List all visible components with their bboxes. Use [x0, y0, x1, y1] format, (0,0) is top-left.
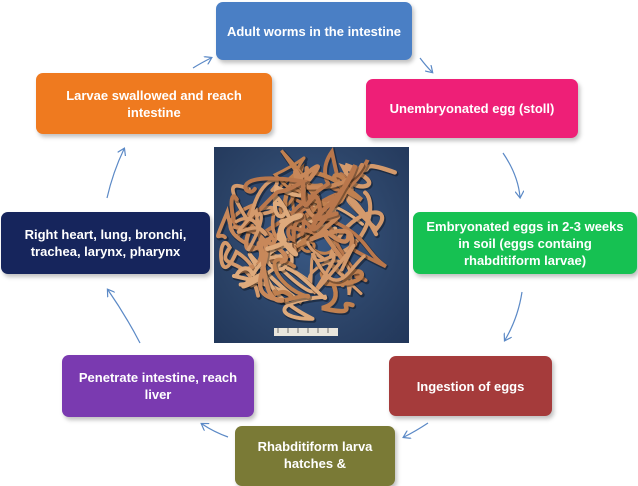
step-penetrate-intestine-text: Penetrate intestine, reach liver	[78, 370, 238, 402]
step-embryonated-eggs-box: Embryonated eggs in 2-3 weeks in soil (e…	[413, 212, 637, 274]
worm	[261, 266, 327, 321]
worm	[231, 178, 279, 226]
arrow-larvae-to-adult	[192, 58, 211, 69]
step-adult-worms-box: Adult worms in the intestine	[216, 2, 412, 60]
arrow-heart-to-larvae	[106, 149, 124, 199]
step-adult-worms-text: Adult worms in the intestine	[226, 23, 402, 39]
arrow-adult-to-unembryonated	[419, 57, 432, 72]
arrow-ingestion-to-rhabditiform	[404, 422, 429, 437]
arrow-embryonated-to-ingestion	[505, 291, 523, 340]
arrow-unembryonated-to-embryonated	[502, 152, 520, 197]
step-unembryonated-egg-text: Unembryonated egg (stoll)	[389, 101, 555, 116]
worm	[234, 207, 268, 252]
worm	[229, 176, 310, 234]
step-embryonated-eggs-text: Embryonated eggs in 2-3 weeks in soil (e…	[426, 218, 624, 268]
step-right-heart-lung-box: Right heart, lung, bronchi, trachea, lar…	[1, 212, 210, 274]
worm	[231, 252, 303, 305]
step-right-heart-lung-text: Right heart, lung, bronchi, trachea, lar…	[24, 227, 187, 259]
worm	[301, 191, 354, 266]
step-larvae-swallowed-text: Larvae swallowed and reach intestine	[66, 87, 242, 120]
worm	[269, 257, 311, 304]
step-penetrate-intestine-box: Penetrate intestine, reach liver	[62, 355, 254, 417]
roundworms-illustration	[215, 147, 399, 336]
step-rhabditiform-larva-box: Rhabditiform larva hatches &	[235, 426, 395, 486]
step-unembryonated-egg-box: Unembryonated egg (stoll)	[366, 79, 578, 138]
worm	[300, 164, 358, 232]
step-larvae-swallowed-box: Larvae swallowed and reach intestine	[36, 73, 272, 134]
worm	[310, 243, 366, 295]
arrow-rhabditiform-to-penetrate	[202, 424, 229, 438]
step-ingestion-box: Ingestion of eggs	[389, 356, 552, 416]
arrow-penetrate-to-heart	[108, 290, 141, 344]
scale-ruler	[274, 328, 338, 336]
worm	[265, 213, 303, 257]
roundworms-photo	[214, 147, 409, 343]
worm	[272, 185, 307, 219]
step-rhabditiform-larva-text: Rhabditiform larva hatches &	[257, 439, 373, 471]
worm	[328, 190, 385, 259]
step-ingestion-text: Ingestion of eggs	[416, 378, 525, 394]
